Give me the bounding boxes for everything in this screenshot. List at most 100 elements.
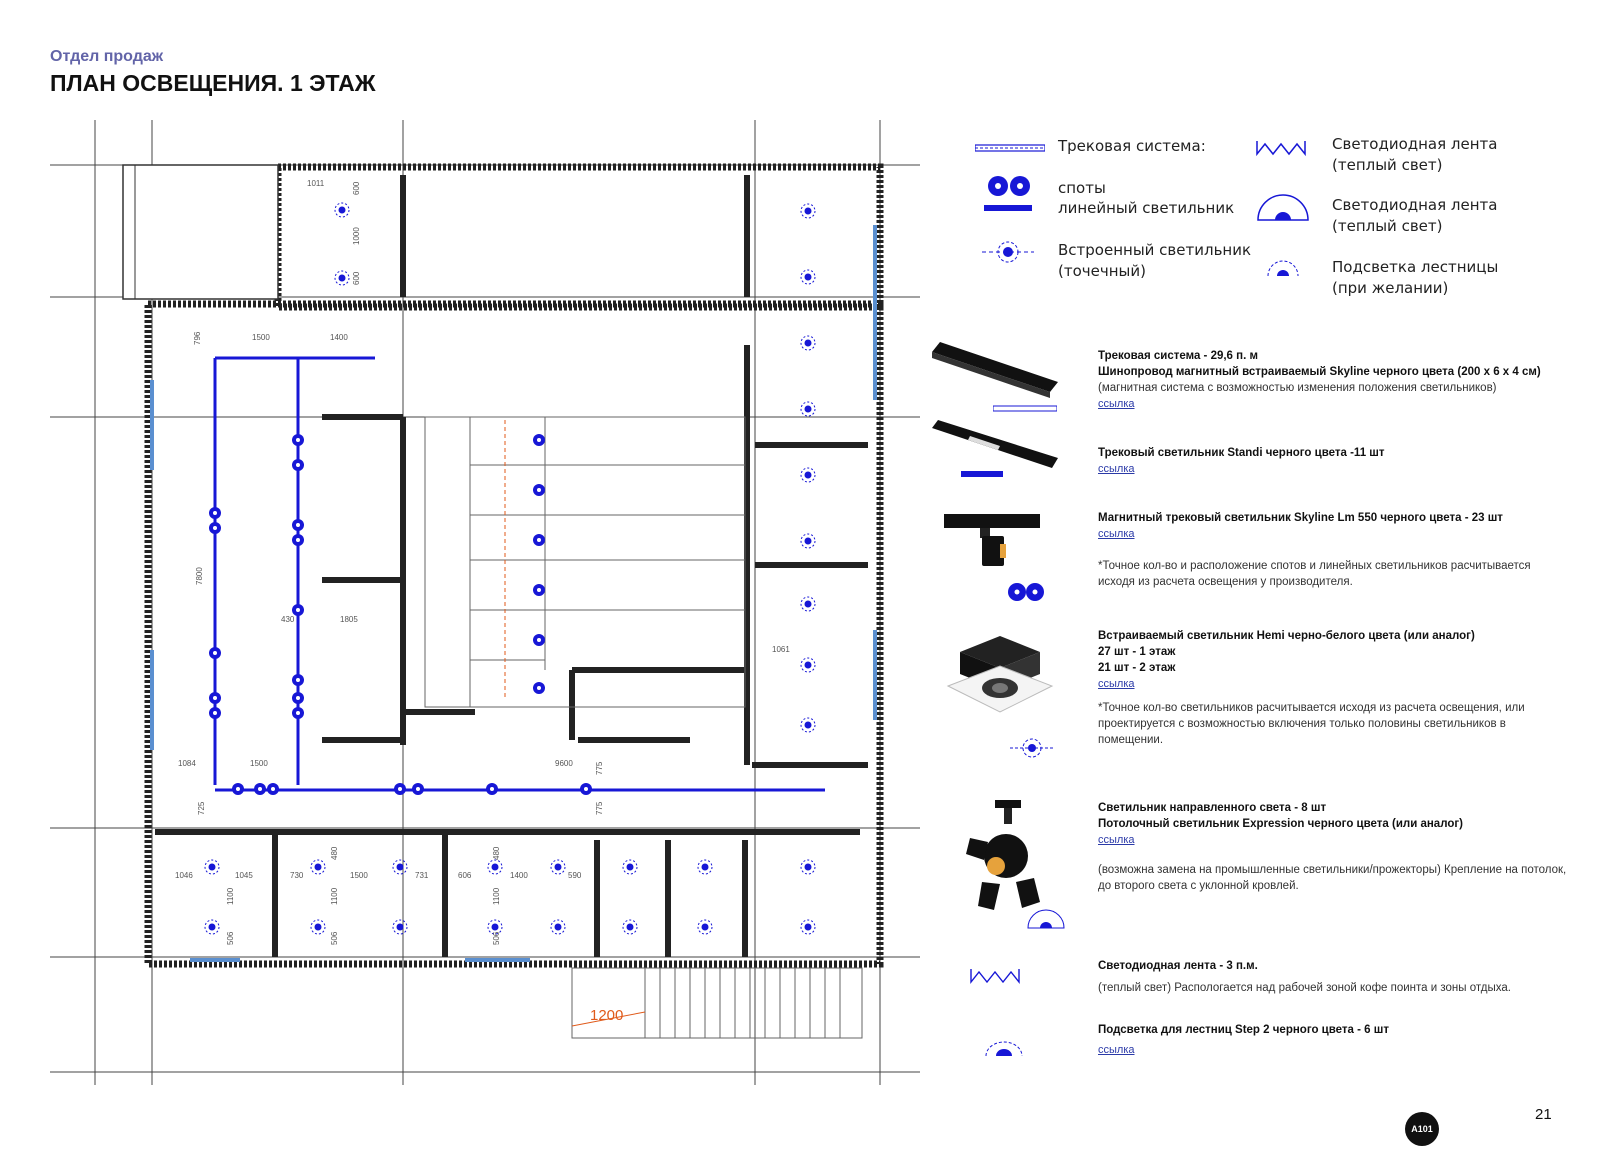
builtin-fixture [334, 270, 350, 286]
builtin-fixture [622, 859, 638, 875]
builtin-fixture [622, 919, 638, 935]
dim-label: 1500 [250, 759, 268, 768]
spot-fixture-center [236, 787, 240, 791]
builtin-fixture-center [804, 863, 812, 871]
dim-label: 600 [352, 181, 361, 195]
builtin-fixture [204, 919, 220, 935]
dim-label: 1100 [492, 887, 501, 905]
item-subtitle: 21 шт - 2 этаж [1098, 662, 1176, 674]
dim-label: 775 [595, 761, 604, 775]
item-title: Подсветка для лестниц Step 2 черного цве… [1098, 1024, 1389, 1036]
floor-plan: 1011 1500 1400 796 7800 430 1805 1084 15… [50, 120, 920, 1085]
led-strip-legend-icon [1256, 141, 1306, 156]
dim-label: 1046 [175, 871, 193, 880]
builtin-fixture-center [491, 923, 499, 931]
dim-label: 1061 [772, 645, 790, 654]
legend-builtin: Встроенный светильник [1058, 241, 1252, 259]
dim-label: 1011 [307, 179, 325, 188]
spot-fixture-center [296, 523, 300, 527]
item-title: Трековая система - 29,6 п. м [1098, 350, 1258, 362]
item-note: (возможна замена на промышленные светиль… [1098, 864, 1567, 892]
builtin-fixture [800, 269, 816, 285]
item-link[interactable]: ссылка [1098, 834, 1135, 846]
item-hemi-light: Встраиваемый светильник Hemi черно-белог… [1098, 628, 1568, 748]
builtin-fixture-center [491, 863, 499, 871]
builtin-fixture [392, 859, 408, 875]
directional-light-icon [1027, 909, 1065, 929]
item-led-strip: Светодиодная лента - 3 п.м. (теплый свет… [1098, 958, 1568, 996]
item-magnetic-light: Магнитный трековый светильник Skyline Lm… [1098, 510, 1568, 590]
spot-fixture-center [213, 651, 217, 655]
item-title: Светильник направленного света - 8 шт [1098, 802, 1327, 814]
dim-label: 9600 [555, 759, 573, 768]
brand-logo: A101 [1405, 1112, 1439, 1146]
spot-light-image [944, 514, 1040, 566]
page-number: 21 [1535, 1106, 1552, 1123]
builtin-fixture-center [208, 923, 216, 931]
item-link[interactable]: ссылка [1098, 398, 1135, 410]
spots-icon [1008, 583, 1044, 601]
item-link[interactable]: ссылка [1098, 463, 1135, 475]
builtin-legend-icon [982, 241, 1034, 263]
legend-stair: Подсветка лестницы [1332, 258, 1499, 276]
builtin-fixture-center [701, 863, 709, 871]
spot-fixture-center [296, 438, 300, 442]
dim-label: 7800 [195, 567, 204, 585]
builtin-fixture-center [626, 923, 634, 931]
item-link[interactable]: ссылка [1098, 678, 1135, 690]
builtin-fixture-center [804, 600, 812, 608]
spot-fixture-center [296, 608, 300, 612]
builtin-fixture [697, 859, 713, 875]
spot-fixture-center [213, 711, 217, 715]
spot-fixture-center [537, 686, 541, 690]
led-strip-icon [970, 969, 1020, 984]
builtin-fixture-center [314, 923, 322, 931]
dim-label: 1500 [350, 871, 368, 880]
builtin-fixture-center [208, 863, 216, 871]
item-expression-light: Светильник направленного света - 8 шт По… [1098, 800, 1568, 894]
spot-fixture-center [258, 787, 262, 791]
item-link[interactable]: ссылка [1098, 1044, 1135, 1056]
track-rail-image [932, 342, 1058, 398]
dim-label: 775 [595, 801, 604, 815]
spot-fixture-center [271, 787, 275, 791]
hemi-light-image [946, 636, 1054, 713]
item-subtitle: Потолочный светильник Expression черного… [1098, 818, 1464, 830]
dim-label: 1400 [510, 871, 528, 880]
legend-led1-sub: (теплый свет) [1332, 156, 1443, 174]
spots-legend-icon [988, 176, 1030, 196]
legend-led2: Светодиодная лента [1332, 196, 1498, 214]
dim-label: 506 [492, 931, 501, 945]
dim-label: 480 [330, 846, 339, 860]
dim-label: 1100 [330, 887, 339, 905]
builtin-fixture [800, 919, 816, 935]
builtin-fixture [800, 467, 816, 483]
builtin-fixture [204, 859, 220, 875]
dim-label: 1045 [235, 871, 253, 880]
item-link[interactable]: ссылка [1098, 528, 1135, 540]
builtin-fixture [800, 335, 816, 351]
builtin-fixture-center [804, 923, 812, 931]
dim-label: 430 [281, 615, 295, 624]
dim-label: 590 [568, 871, 582, 880]
item-title: Встраиваемый светильник Hemi черно-белог… [1098, 630, 1475, 642]
builtin-fixture-center [554, 923, 562, 931]
legend-linear: линейный светильник [1058, 199, 1235, 217]
item-title: Светодиодная лента - 3 п.м. [1098, 960, 1258, 972]
dim-label: 725 [197, 801, 206, 815]
builtin-fixture-center [554, 863, 562, 871]
item-note: *Точное кол-во и расположение спотов и л… [1098, 560, 1531, 588]
builtin-fixture [550, 919, 566, 935]
spot-fixture-center [537, 488, 541, 492]
spot-fixture-center [490, 787, 494, 791]
item-subtitle: Шинопровод магнитный встраиваемый Skylin… [1098, 366, 1541, 378]
builtin-fixture-center [396, 863, 404, 871]
item-stair-light: Подсветка для лестниц Step 2 черного цве… [1098, 1022, 1568, 1058]
dim-label: 480 [492, 846, 501, 860]
expression-light-image [966, 800, 1040, 910]
builtin-fixture [800, 596, 816, 612]
builtin-fixture [310, 859, 326, 875]
builtin-fixture [800, 203, 816, 219]
dim-label: 506 [330, 931, 339, 945]
